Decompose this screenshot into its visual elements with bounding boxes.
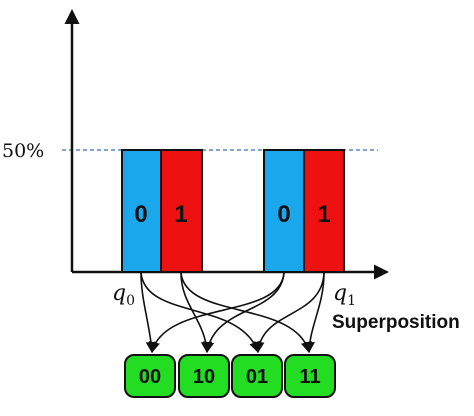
superposition-caption: Superposition <box>332 312 460 333</box>
bar-q0-zero-label: 0 <box>134 201 147 228</box>
arrow-q0-1-to-11 <box>180 272 312 354</box>
arrow-q1-0-to-00 <box>149 272 285 354</box>
state-label-01: 01 <box>246 366 268 388</box>
connection-arrows <box>140 272 325 354</box>
bar-q0-one-label: 1 <box>174 201 187 228</box>
qubit-q0-bars: 0 1 <box>121 149 203 273</box>
state-box-10 <box>178 354 230 398</box>
bar-q1-one-label: 1 <box>317 201 330 228</box>
arrow-q0-0-to-01 <box>140 272 260 354</box>
qubit-q0-label: q0 <box>112 281 135 309</box>
bar-q1-zero-label: 0 <box>277 201 290 228</box>
threshold-label: 50% <box>2 140 44 162</box>
basis-states: 00 10 01 11 <box>124 354 336 398</box>
qubit-q1-label: q1 <box>333 281 356 309</box>
state-box-00 <box>124 354 176 398</box>
state-label-11: 11 <box>299 366 320 388</box>
bar-q1-one <box>303 149 345 273</box>
qubit-q1-bars: 0 1 <box>263 149 345 273</box>
bar-q1-zero <box>263 149 305 273</box>
arrow-q1-1-to-01 <box>253 272 325 354</box>
state-box-11 <box>284 354 336 398</box>
state-box-01 <box>231 354 283 398</box>
state-label-00: 00 <box>139 366 161 388</box>
arrow-q1-0-to-10 <box>203 272 285 354</box>
arrow-q0-0-to-00 <box>140 272 157 354</box>
bar-q0-one <box>160 149 203 273</box>
arrow-q1-1-to-11 <box>303 272 325 354</box>
state-label-10: 10 <box>193 366 215 388</box>
